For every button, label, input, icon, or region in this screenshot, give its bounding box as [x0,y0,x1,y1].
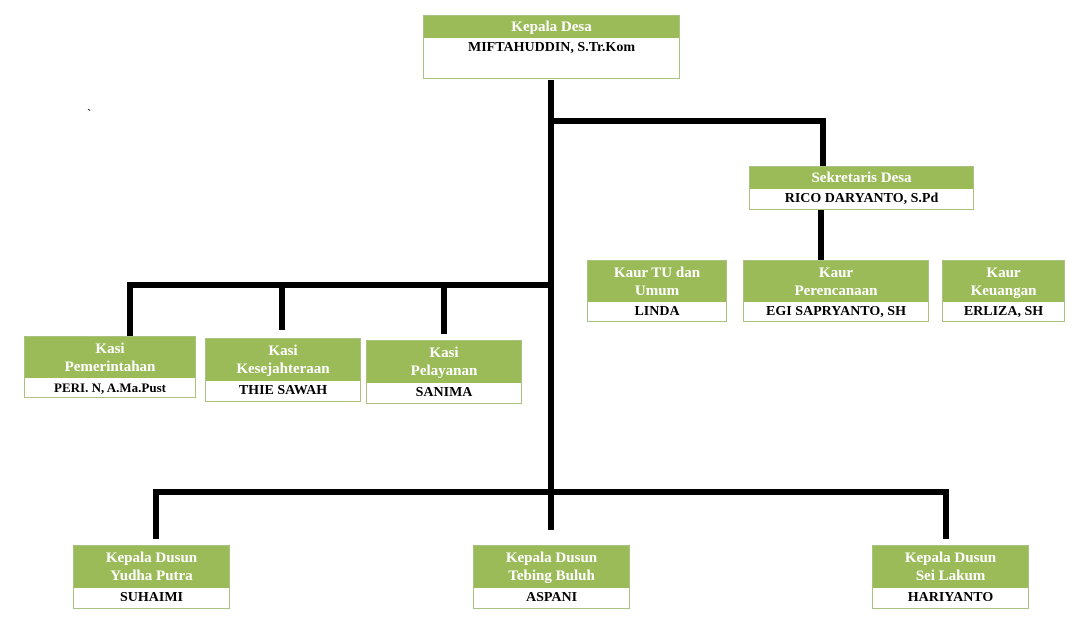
org-box-name: RICO DARYANTO, S.Pd [784,191,939,206]
connector-kasi-drop-3 [441,282,447,334]
org-box-name: EGI SAPRYANTO, SH [766,304,906,319]
title-line: Kaur TU dan [613,264,701,281]
title-line: Yudha Putra [110,568,193,584]
org-box-name: ASPANI [525,590,578,605]
org-box-dusun-tebing-buluh: Kepala Dusun Tebing Buluh ASPANI [473,545,630,609]
connector-kasi-drop-2 [279,282,285,330]
org-box-title: Kaur Keuangan [943,261,1064,302]
title-line: Keuangan [970,282,1037,299]
title-line: Pelayanan [410,363,478,379]
title-line: Kesejahteraan [236,361,330,377]
org-box-title: Kepala Desa [424,16,679,38]
org-box-name: SANIMA [415,385,473,400]
org-box-name: ERLIZA, SH [963,304,1044,319]
title-line: Kepala Dusun [904,550,997,566]
connector-kasi-horizontal [127,282,548,288]
org-box-kaur-tu-umum: Kaur TU dan Umum LINDA [587,260,727,322]
stray-mark: ` [87,106,92,121]
org-box-dusun-sei-lakum: Kepala Dusun Sei Lakum HARIYANTO [872,545,1029,609]
org-box-title: Kepala Dusun Tebing Buluh [474,546,629,588]
title-line: Umum [634,282,680,299]
org-box-kaur-keuangan: Kaur Keuangan ERLIZA, SH [942,260,1065,322]
connector-dusun-drop-3 [943,489,949,539]
org-box-name: PERI. N, A.Ma.Pust [54,380,166,395]
title-line: Kaur [986,264,1021,281]
org-box-title: Kaur TU dan Umum [588,261,726,302]
org-box-kaur-perencanaan: Kaur Perencanaan EGI SAPRYANTO, SH [743,260,929,322]
title-line: Kasi [95,340,125,357]
connector-dusun-drop-1 [153,489,159,539]
title-line: Sei Lakum [915,568,986,584]
org-box-name: LINDA [634,304,680,319]
title-line: Kepala Dusun [105,550,198,566]
title-line: Kepala Desa [511,19,592,35]
org-box-title: Kasi Kesejahteraan [206,339,360,381]
org-box-kasi-pemerintahan: Kasi Pemerintahan PERI. N, A.Ma.Pust [24,336,196,398]
connector-kaur-drop [818,208,824,260]
org-box-title: Kepala Dusun Sei Lakum [873,546,1028,588]
connector-secretary-horizontal [548,118,826,124]
org-box-kasi-kesejahteraan: Kasi Kesejahteraan THIE SAWAH [205,338,361,402]
org-box-title: Kasi Pemerintahan [25,337,195,378]
title-line: Perencanaan [794,282,878,299]
connector-main-vertical [548,80,554,530]
org-box-name: MIFTAHUDDIN, S.Tr.Kom [468,40,635,55]
org-box-name: SUHAIMI [119,590,183,605]
org-box-title: Kaur Perencanaan [744,261,928,302]
title-line: Kasi [268,343,298,359]
title-line: Kepala Dusun [505,550,598,566]
org-box-dusun-yudha-putra: Kepala Dusun Yudha Putra SUHAIMI [73,545,230,609]
title-line: Tebing Buluh [508,568,595,584]
title-line: Kasi [429,345,459,361]
org-box-title: Kepala Dusun Yudha Putra [74,546,229,588]
title-line: Sekretaris Desa [811,170,912,186]
connector-kasi-drop-1 [127,282,133,336]
title-line: Kaur [818,264,854,281]
org-box-title: Kasi Pelayanan [367,341,521,383]
org-box-kasi-pelayanan: Kasi Pelayanan SANIMA [366,340,522,404]
org-box-title: Sekretaris Desa [750,167,973,189]
connector-dusun-horizontal [153,489,949,495]
org-box-sekretaris-desa: Sekretaris Desa RICO DARYANTO, S.Pd [749,166,974,210]
connector-secretary-drop [820,118,826,166]
org-box-name: THIE SAWAH [238,383,328,398]
org-box-kepala-desa: Kepala Desa MIFTAHUDDIN, S.Tr.Kom [423,15,680,79]
title-line: Pemerintahan [64,358,156,375]
org-box-name: HARIYANTO [907,590,994,605]
